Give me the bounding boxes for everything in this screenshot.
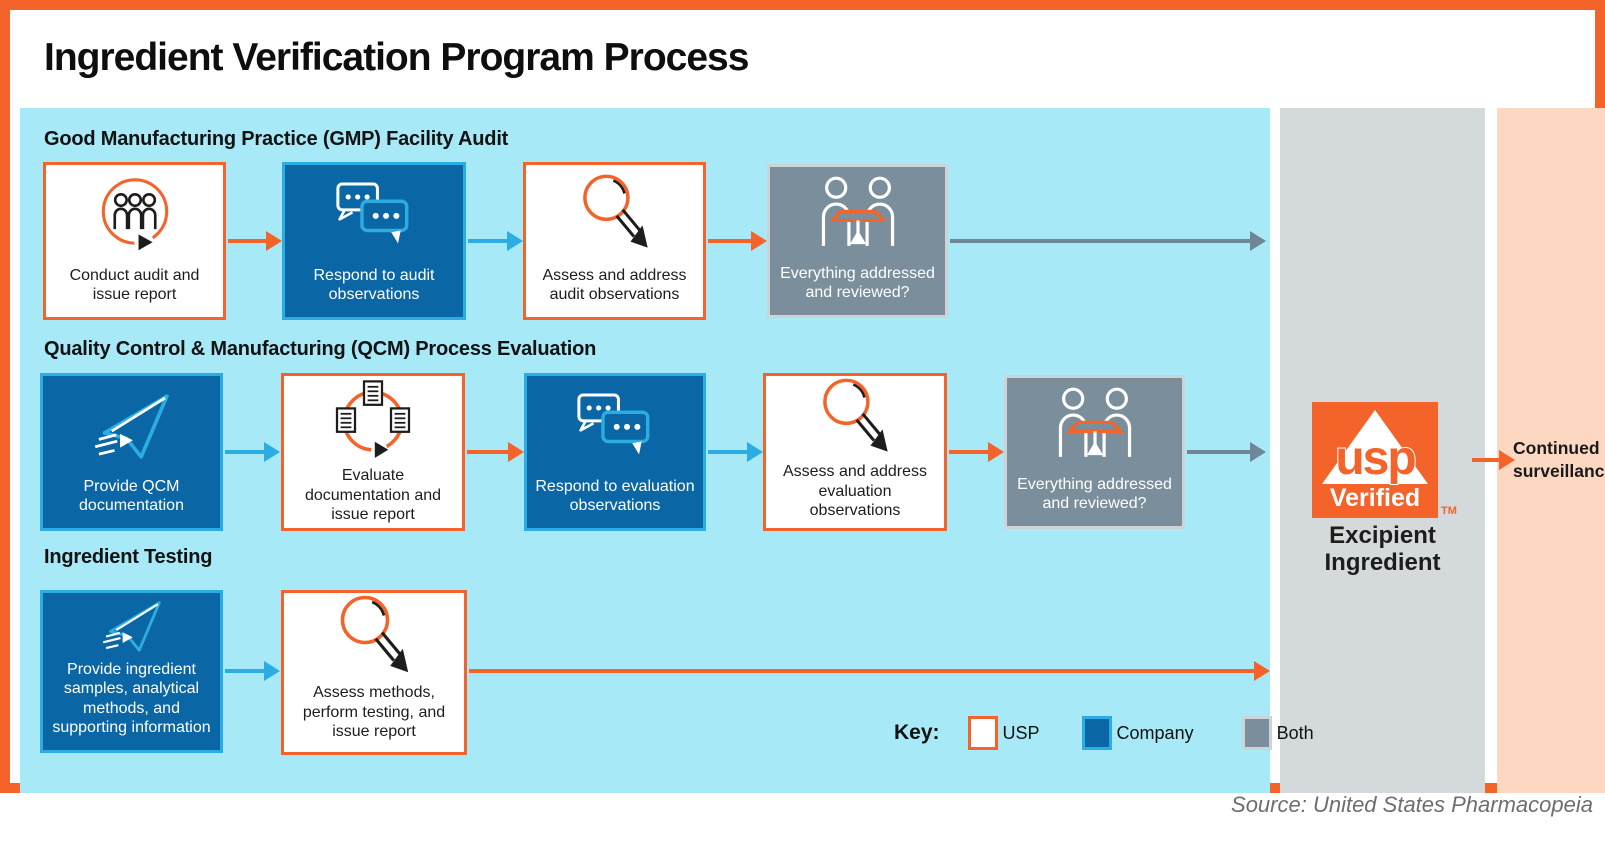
step-review-evaluation: Everything addressed and reviewed? [1004, 375, 1185, 529]
meeting-table-icon [808, 167, 908, 264]
documents-cycle-icon [328, 376, 418, 466]
step-assess-methods: Assess methods, perform testing, and iss… [281, 590, 467, 755]
arrow-orange [467, 450, 508, 454]
paper-plane-icon [86, 376, 178, 477]
usp-verified-logo: usp Verified [1312, 402, 1438, 523]
step-review-audit: Everything addressed and reviewed? [767, 164, 948, 318]
arrow-gray [1187, 450, 1250, 454]
legend-label-company: Company [1116, 722, 1194, 743]
step-assess-audit: Assess and address audit observations [523, 162, 706, 320]
legend-title: Key: [894, 721, 940, 744]
step-label: Everything addressed and reviewed? [1017, 475, 1172, 513]
step-provide-qcm: Provide QCM documentation [40, 373, 223, 531]
magnifier-arrow-icon [812, 376, 898, 462]
arrow-cyan [468, 239, 507, 243]
legend-label-usp: USP [1002, 722, 1040, 743]
row-heading-qcm-evaluation: Quality Control & Manufacturing (QCM) Pr… [44, 338, 597, 360]
legend-swatch-usp [967, 716, 998, 750]
diagram-frame: Ingredient Verification Program Process … [0, 0, 1605, 793]
step-assess-evaluation: Assess and address evaluation observatio… [763, 373, 947, 531]
arrow-cyan [225, 669, 264, 673]
step-label: Assess and address evaluation observatio… [782, 463, 928, 520]
step-label: Assess and address audit observations [542, 266, 687, 304]
arrow-orange-outcome [1472, 458, 1499, 462]
step-provide-samples: Provide ingredient samples, analytical m… [40, 590, 223, 753]
step-label: Everything addressed and reviewed? [780, 264, 935, 302]
step-label: Respond to audit observations [313, 266, 435, 304]
svg-text:Verified: Verified [1330, 484, 1420, 512]
chat-bubbles-icon [572, 376, 658, 477]
row-heading-gmp-audit: Good Manufacturing Practice (GMP) Facili… [44, 128, 509, 150]
magnifier-arrow-icon [329, 593, 419, 683]
step-conduct-audit: Conduct audit and issue report [43, 162, 226, 320]
step-evaluate-documentation: Evaluate documentation and issue report [281, 373, 465, 531]
svg-text:usp: usp [1335, 432, 1415, 485]
outcome-label: Excipient Ingredient [1324, 522, 1441, 576]
surveillance-panel [1497, 108, 1605, 793]
meeting-table-icon [1045, 378, 1145, 475]
continued-surveillance-label: Continued surveillance [1513, 438, 1605, 481]
arrow-cyan [708, 450, 747, 454]
arrow-orange [949, 450, 988, 454]
legend: Key: USP Company Both [894, 716, 1314, 750]
arrow-orange [708, 239, 751, 243]
step-label: Conduct audit and issue report [69, 266, 200, 304]
step-respond-evaluation: Respond to evaluation observations [524, 373, 706, 531]
legend-label-both: Both [1276, 722, 1314, 743]
arrow-gray [950, 239, 1250, 243]
step-label: Provide QCM documentation [79, 477, 184, 515]
row-heading-ingredient-testing: Ingredient Testing [44, 546, 213, 568]
page-title: Ingredient Verification Program Process [44, 36, 749, 79]
step-label: Assess methods, perform testing, and iss… [302, 684, 446, 741]
step-label: Respond to evaluation observations [535, 477, 695, 515]
legend-swatch-both [1241, 716, 1272, 750]
step-label: Provide ingredient samples, analytical m… [52, 660, 211, 737]
arrow-cyan [225, 450, 264, 454]
audit-people-icon [91, 165, 179, 266]
paper-plane-icon [96, 593, 168, 660]
step-respond-audit: Respond to audit observations [282, 162, 466, 320]
arrow-orange [228, 239, 266, 243]
source-attribution: Source: United States Pharmacopeia [1231, 792, 1593, 817]
step-label: Evaluate documentation and issue report [304, 467, 442, 524]
legend-swatch-company [1081, 716, 1112, 750]
trademark-symbol: TM [1441, 505, 1457, 517]
chat-bubbles-icon [331, 165, 417, 266]
arrow-orange-long [469, 669, 1254, 673]
magnifier-arrow-icon [572, 165, 658, 266]
